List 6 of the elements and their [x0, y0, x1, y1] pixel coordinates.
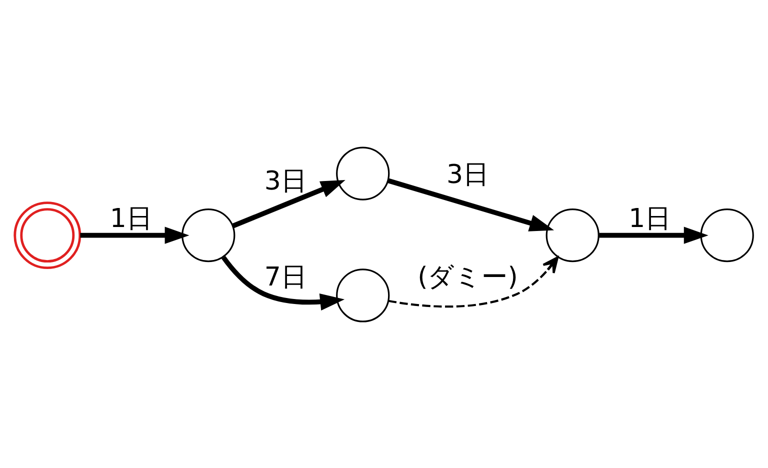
edge-label: 3日	[446, 159, 490, 190]
edge-label: 1日	[110, 203, 152, 234]
edge-label: 3日	[264, 166, 307, 196]
edge-label: (ダミー)	[418, 262, 518, 292]
edge-label: 1日	[628, 203, 672, 234]
edge-label: 7日	[264, 262, 307, 292]
